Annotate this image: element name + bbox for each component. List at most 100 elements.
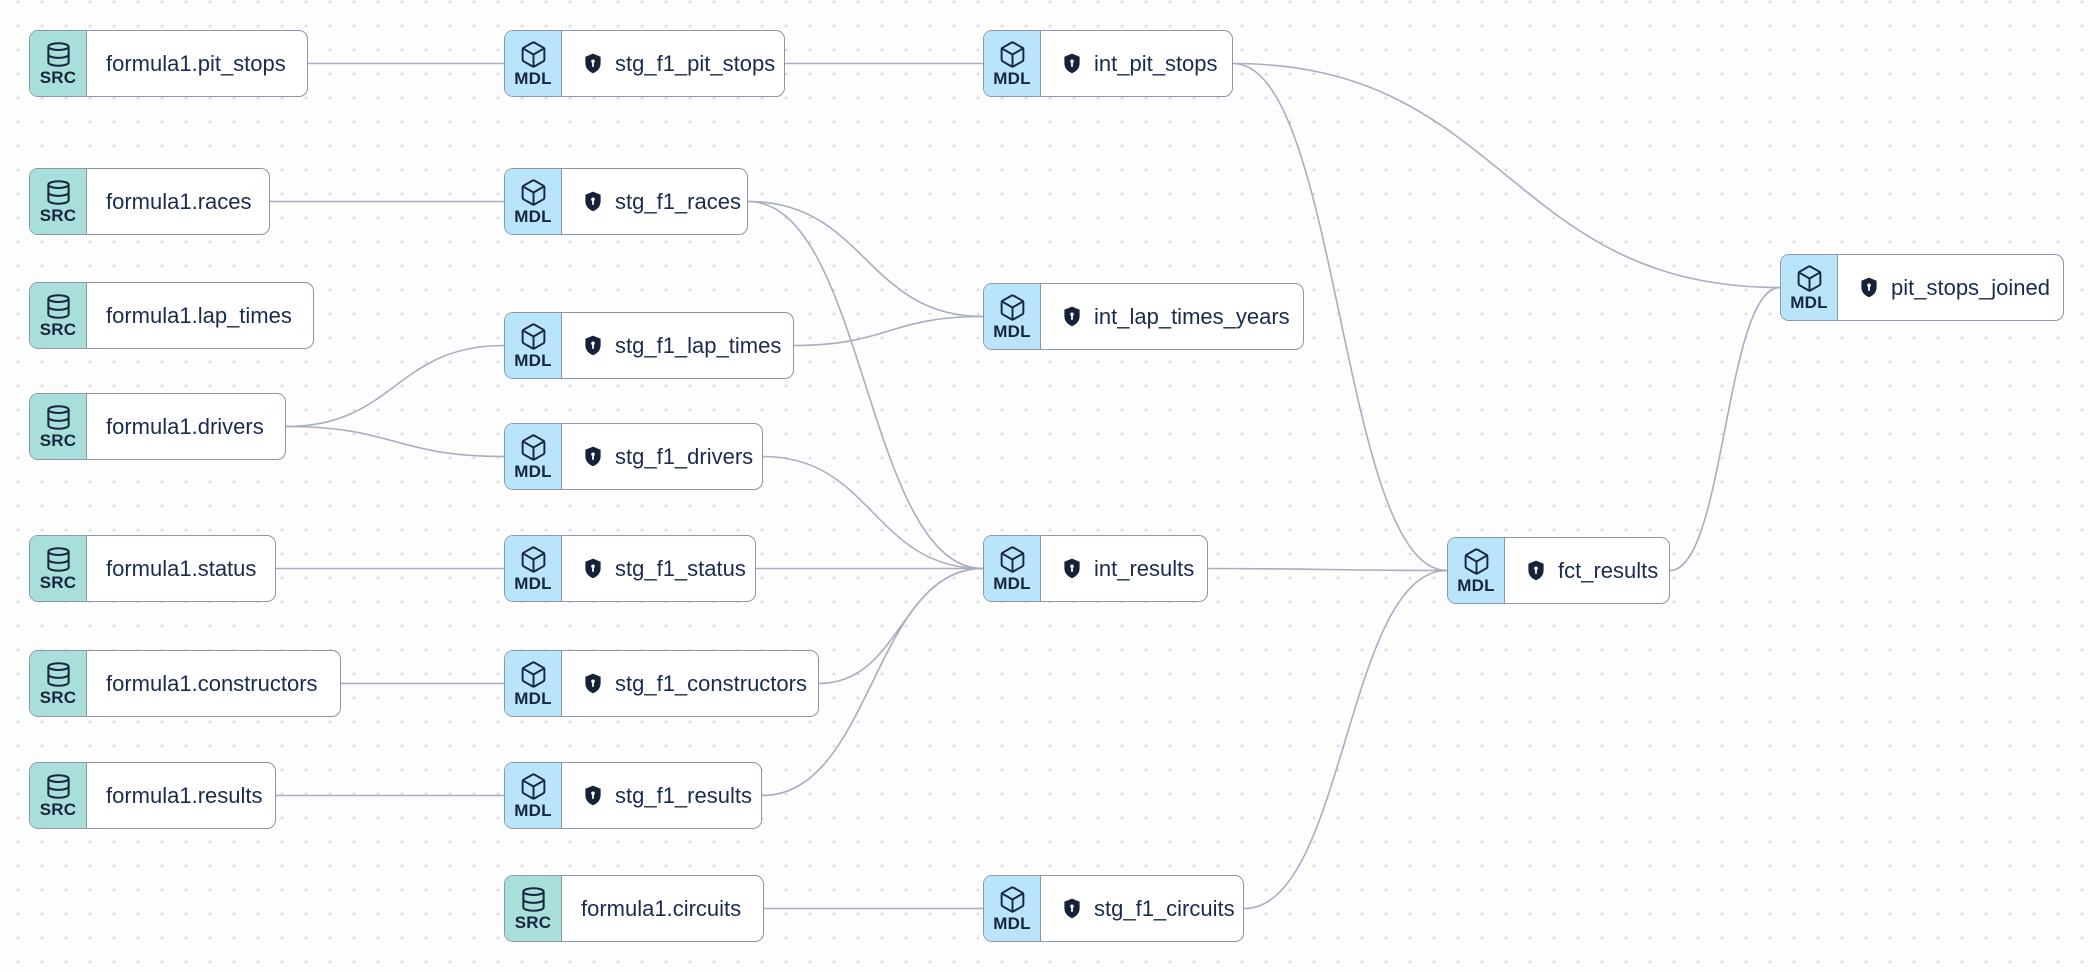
edge-int_pit_stops-to-pit_stops_joined xyxy=(1232,62,1781,289)
node-type-label: MDL xyxy=(514,69,552,88)
node-type-badge-src: SRC xyxy=(30,394,87,459)
node-src_drivers[interactable]: SRC formula1.drivers xyxy=(29,393,286,460)
node-label: stg_f1_results xyxy=(615,782,752,808)
node-label: stg_f1_status xyxy=(615,555,746,581)
node-type-badge-src: SRC xyxy=(30,31,87,96)
node-label: fct_results xyxy=(1558,557,1659,583)
node-label: stg_f1_circuits xyxy=(1094,895,1235,921)
node-stg_f1_constructors[interactable]: MDL stg_f1_constructors xyxy=(504,650,819,717)
node-label: stg_f1_drivers xyxy=(615,443,754,469)
node-src_races[interactable]: SRC formula1.races xyxy=(29,168,270,235)
edge-stg_f1_races-to-int_lap_times_years xyxy=(747,200,984,318)
node-body: stg_f1_lap_times xyxy=(562,313,793,378)
node-int_pit_stops[interactable]: MDL int_pit_stops xyxy=(983,30,1233,97)
database-icon xyxy=(46,42,70,67)
shield-lock-icon xyxy=(1861,277,1877,297)
shield-lock-icon xyxy=(585,335,601,355)
node-stg_f1_status[interactable]: MDL stg_f1_status xyxy=(504,535,756,602)
package-icon xyxy=(521,41,545,68)
node-type-label: MDL xyxy=(993,69,1031,88)
node-label: formula1.races xyxy=(106,188,252,214)
node-type-label: MDL xyxy=(514,462,552,481)
node-type-label: MDL xyxy=(514,689,552,708)
node-type-badge-src: SRC xyxy=(30,169,87,234)
node-type-badge-mdl: MDL xyxy=(1781,255,1838,320)
node-type-label: SRC xyxy=(39,431,77,450)
node-type-label: MDL xyxy=(993,322,1031,341)
package-icon xyxy=(1000,294,1024,321)
node-type-label: MDL xyxy=(993,914,1031,933)
package-icon xyxy=(521,661,545,688)
node-stg_f1_pit_stops[interactable]: MDL stg_f1_pit_stops xyxy=(504,30,785,97)
node-body: formula1.results xyxy=(87,763,275,828)
package-icon xyxy=(521,546,545,573)
node-body: stg_f1_drivers xyxy=(562,424,762,489)
package-icon xyxy=(1464,548,1488,575)
node-type-badge-src: SRC xyxy=(505,876,562,941)
node-type-badge-mdl: MDL xyxy=(505,313,562,378)
node-type-label: MDL xyxy=(1457,576,1495,595)
node-label: formula1.constructors xyxy=(106,670,318,696)
node-label: pit_stops_joined xyxy=(1891,274,2051,300)
node-src_lap_times[interactable]: SRC formula1.lap_times xyxy=(29,282,314,349)
node-body: formula1.circuits xyxy=(562,876,763,941)
node-stg_f1_drivers[interactable]: MDL stg_f1_drivers xyxy=(504,423,763,490)
node-body: formula1.status xyxy=(87,536,275,601)
node-type-label: SRC xyxy=(39,206,77,225)
node-type-label: SRC xyxy=(39,320,77,339)
node-src_circuits[interactable]: SRC formula1.circuits xyxy=(504,875,764,942)
node-label: stg_f1_constructors xyxy=(615,670,807,696)
node-body: stg_f1_constructors xyxy=(562,651,818,716)
node-label: int_lap_times_years xyxy=(1094,303,1290,329)
node-type-badge-mdl: MDL xyxy=(505,169,562,234)
node-stg_f1_results[interactable]: MDL stg_f1_results xyxy=(504,762,762,829)
node-label: stg_f1_pit_stops xyxy=(615,50,776,76)
node-type-label: MDL xyxy=(1790,293,1828,312)
node-label: stg_f1_races xyxy=(615,188,741,214)
node-type-badge-mdl: MDL xyxy=(505,763,562,828)
shield-lock-icon xyxy=(585,558,601,578)
node-pit_stops_joined[interactable]: MDL pit_stops_joined xyxy=(1780,254,2064,321)
node-body: stg_f1_circuits xyxy=(1041,876,1243,941)
node-stg_f1_circuits[interactable]: MDL stg_f1_circuits xyxy=(983,875,1244,942)
edge-stg_f1_lap_times-to-int_lap_times_years xyxy=(793,315,984,347)
shield-lock-icon xyxy=(585,191,601,211)
node-type-badge-mdl: MDL xyxy=(984,31,1041,96)
shield-lock-icon xyxy=(1528,560,1544,580)
node-label: formula1.drivers xyxy=(106,413,264,439)
node-stg_f1_races[interactable]: MDL stg_f1_races xyxy=(504,168,748,235)
package-icon xyxy=(521,323,545,350)
node-type-badge-mdl: MDL xyxy=(505,651,562,716)
package-icon xyxy=(1000,886,1024,913)
node-int_lap_times_years[interactable]: MDL int_lap_times_years xyxy=(983,283,1304,350)
node-body: int_pit_stops xyxy=(1041,31,1232,96)
node-type-label: MDL xyxy=(993,574,1031,593)
shield-lock-icon xyxy=(1064,898,1080,918)
node-type-badge-mdl: MDL xyxy=(984,876,1041,941)
node-body: formula1.lap_times xyxy=(87,283,313,348)
database-icon xyxy=(521,887,545,912)
node-body: int_lap_times_years xyxy=(1041,284,1303,349)
node-fct_results[interactable]: MDL fct_results xyxy=(1447,537,1670,604)
node-type-label: SRC xyxy=(39,68,77,87)
database-icon xyxy=(46,180,70,205)
edge-int_pit_stops-to-fct_results xyxy=(1232,62,1448,572)
node-label: formula1.circuits xyxy=(581,895,742,921)
shield-lock-icon xyxy=(585,53,601,73)
shield-lock-icon xyxy=(585,673,601,693)
node-type-label: MDL xyxy=(514,574,552,593)
package-icon xyxy=(521,179,545,206)
node-body: stg_f1_races xyxy=(562,169,747,234)
node-type-label: MDL xyxy=(514,801,552,820)
node-type-badge-src: SRC xyxy=(30,283,87,348)
edge-stg_f1_results-to-int_results xyxy=(761,567,984,797)
node-body: formula1.drivers xyxy=(87,394,285,459)
edge-fct_results-to-pit_stops_joined xyxy=(1669,286,1781,572)
